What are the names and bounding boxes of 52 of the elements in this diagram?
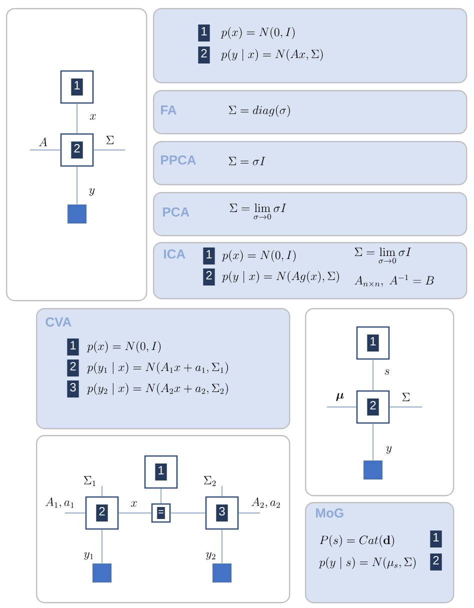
edge-label: $\Sigma_1$ bbox=[84, 476, 96, 486]
number-badge: 2 bbox=[203, 268, 215, 286]
edge-label: $s$ bbox=[384, 369, 390, 375]
edge-label: $\Sigma$ bbox=[106, 136, 114, 144]
edge-label: $A_1,a_1$ bbox=[46, 497, 74, 508]
edge-label: $x$ bbox=[90, 114, 96, 120]
edge-label: $x$ bbox=[131, 501, 137, 507]
number-badge: 1 bbox=[430, 530, 442, 548]
formula-panel: PCA $\Sigma = \lim\limits_{\sigma\to 0}\sigma I$ bbox=[153, 192, 468, 236]
connector-line bbox=[76, 103, 78, 134]
edge-label: $y_1$ bbox=[84, 552, 94, 560]
number-badge: 1 bbox=[67, 338, 79, 356]
connector-line bbox=[160, 488, 162, 504]
connector-line bbox=[326, 406, 357, 408]
connector-line bbox=[372, 359, 374, 391]
observed-square bbox=[212, 564, 232, 582]
factor-box: 3 bbox=[205, 496, 239, 530]
edge-label: $A$ bbox=[39, 138, 48, 146]
number-badge: 1 bbox=[198, 24, 210, 42]
number-badge: 1 bbox=[203, 248, 215, 264]
number-badge: 2 bbox=[67, 360, 79, 376]
edge-label: $y$ bbox=[89, 188, 95, 196]
observed-square bbox=[68, 204, 86, 224]
factor-box: 2 bbox=[356, 390, 390, 424]
edge-label: $y$ bbox=[386, 446, 392, 454]
edge-label: $\Sigma_2$ bbox=[204, 476, 216, 486]
connector-line bbox=[170, 512, 206, 514]
graph-panel bbox=[304, 308, 454, 496]
connector-line bbox=[372, 423, 374, 461]
connector-line bbox=[389, 406, 422, 408]
factor-box: 2 bbox=[60, 133, 94, 167]
graph-panel bbox=[6, 8, 148, 302]
connector-line bbox=[118, 512, 152, 514]
edge-label: $A_2,a_2$ bbox=[252, 497, 280, 508]
factor-box: 1 bbox=[60, 70, 94, 104]
formula-panel: FA $\Sigma = diag(\sigma)$ bbox=[153, 90, 468, 134]
edge-label: $\Sigma$ bbox=[402, 392, 410, 402]
connector-line bbox=[238, 512, 260, 514]
edge-label: $y_2$ bbox=[206, 552, 216, 560]
factor-box: 1 bbox=[144, 455, 178, 489]
connector-line bbox=[76, 166, 78, 205]
observed-square bbox=[364, 460, 382, 480]
number-badge: 2 bbox=[430, 554, 442, 570]
connector-line bbox=[64, 512, 86, 514]
formula-panel: PPCA $\Sigma = \sigma I$ bbox=[153, 141, 468, 186]
factor-box: = bbox=[151, 503, 171, 523]
factor-box: 1 bbox=[356, 326, 390, 360]
number-badge: 2 bbox=[198, 46, 210, 64]
number-badge: 3 bbox=[67, 380, 79, 398]
edge-label: $\boldsymbol{\mu}$ bbox=[336, 393, 344, 402]
observed-square bbox=[92, 564, 112, 582]
factor-box: 2 bbox=[85, 496, 119, 530]
